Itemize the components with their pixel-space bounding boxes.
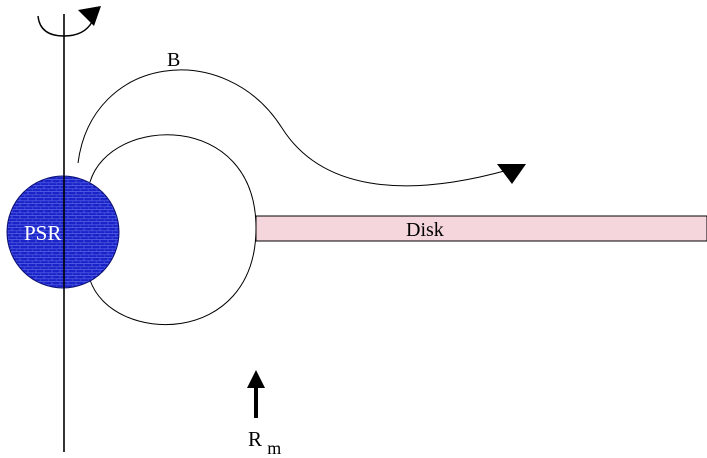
accretion-disk: [255, 215, 707, 242]
radius-subscript: m: [267, 438, 281, 458]
field-label: B: [167, 49, 180, 71]
disk-label: Disk: [406, 219, 444, 241]
field-line-b: [77, 69, 509, 187]
radius-label: R m: [248, 427, 281, 458]
star-label: PSR: [24, 221, 61, 245]
rotation-arrow-icon: [37, 6, 101, 37]
radius-main: R: [248, 427, 262, 451]
up-arrow-icon: [247, 370, 265, 418]
arrowhead-icon: [497, 164, 526, 184]
magnetosphere-loop: [89, 134, 257, 326]
pulsar-star: [6, 175, 120, 289]
